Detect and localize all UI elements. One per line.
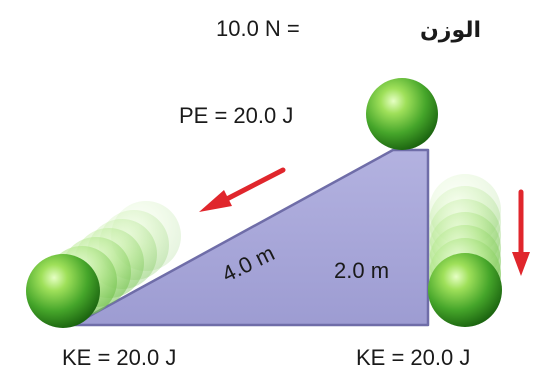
pe-top-label: PE = 20.0 J <box>179 103 293 128</box>
ramp-incline <box>71 148 430 327</box>
right-bottom-ball <box>428 253 502 327</box>
weight-word-label: الوزن <box>420 17 481 43</box>
fall-arrow-icon <box>512 189 530 276</box>
weight-value-label: 10.0 N = <box>216 16 300 41</box>
left-bottom-ball <box>26 254 100 328</box>
ke-right-label: KE = 20.0 J <box>356 345 470 370</box>
ke-left-label: KE = 20.0 J <box>62 345 176 370</box>
height-label: 2.0 m <box>334 258 389 283</box>
slope-arrow-icon <box>199 167 286 212</box>
top-ball <box>366 78 438 150</box>
